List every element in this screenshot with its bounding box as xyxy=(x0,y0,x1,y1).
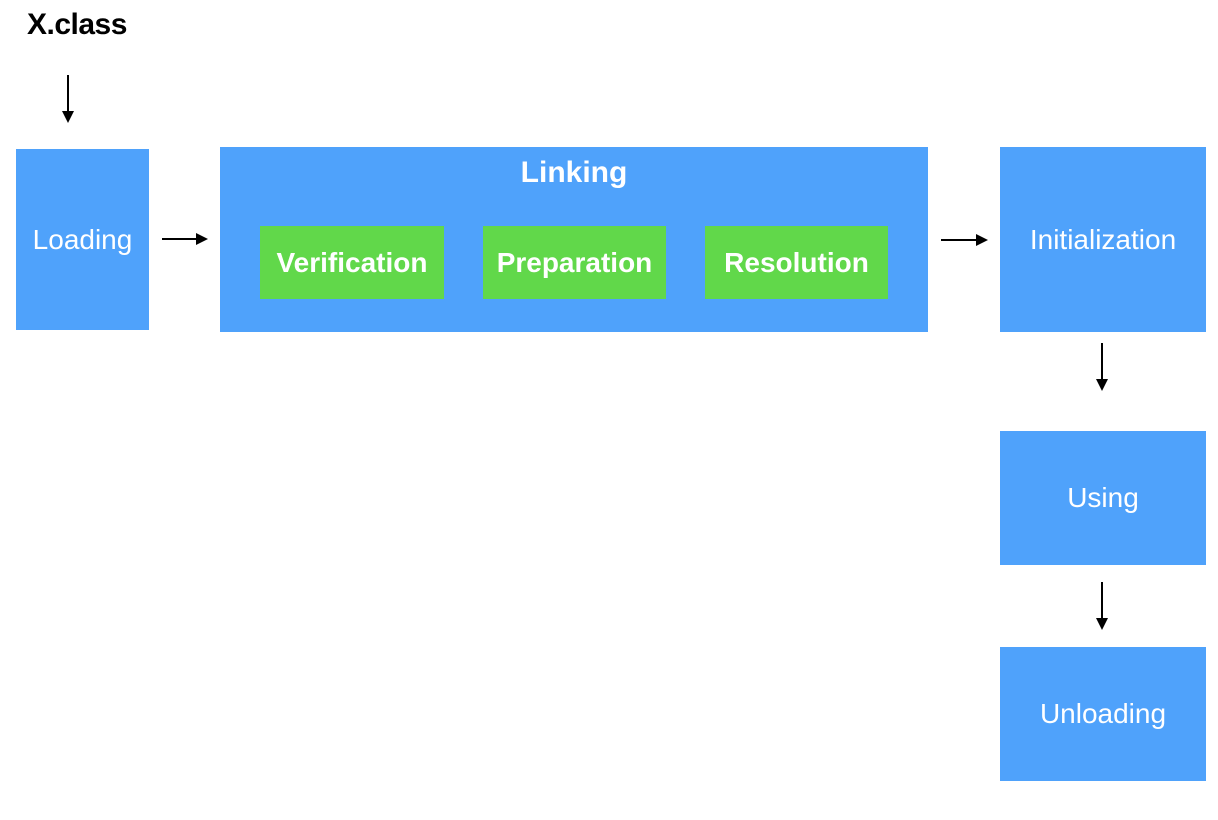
using-stage: Using xyxy=(1000,431,1206,565)
arrow-start-to-loading xyxy=(62,75,74,123)
arrow-linking-to-initialization xyxy=(941,234,988,246)
unloading-stage: Unloading xyxy=(1000,647,1206,781)
initialization-label: Initialization xyxy=(1029,223,1177,255)
verification-substage: Verification xyxy=(260,226,444,299)
unloading-label: Unloading xyxy=(1039,698,1167,729)
resolution-label: Resolution xyxy=(724,246,869,278)
loading-label: Loading xyxy=(32,223,133,255)
arrow-loading-to-linking xyxy=(162,233,208,245)
arrow-using-to-unloading xyxy=(1096,582,1108,630)
arrow-initialization-to-using xyxy=(1096,343,1108,391)
preparation-label: Preparation xyxy=(496,246,653,278)
linking-label: Linking xyxy=(520,156,628,189)
initialization-stage: Initialization xyxy=(1000,147,1206,332)
verification-label: Verification xyxy=(276,246,428,278)
start-label: X.class xyxy=(27,8,127,41)
loading-stage: Loading xyxy=(16,149,149,330)
resolution-substage: Resolution xyxy=(705,226,888,299)
using-label: Using xyxy=(1067,482,1139,513)
preparation-substage: Preparation xyxy=(483,226,666,299)
